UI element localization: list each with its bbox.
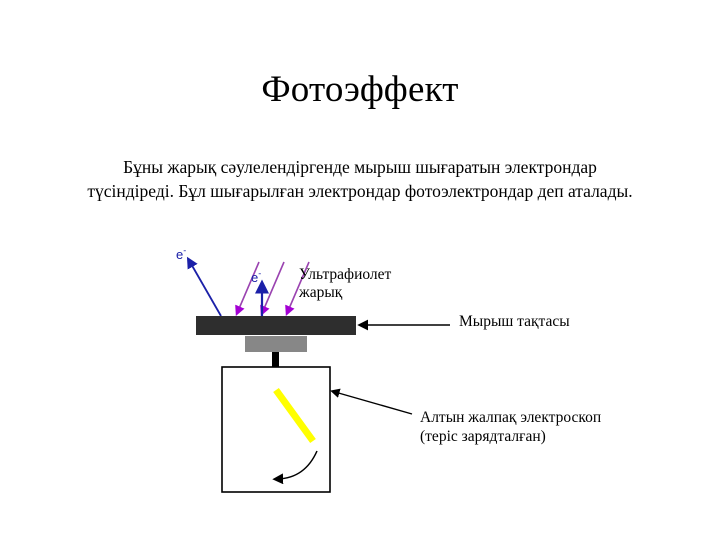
page-title: Фотоэффект [261, 69, 459, 110]
electroscope-label: Алтын жалпақ электроскоп (теріс зарядтал… [420, 408, 601, 446]
electron-label-left-charge: - [183, 245, 187, 256]
electron-label-center: e- [251, 268, 262, 285]
uv-ray-group [235, 261, 310, 317]
electron-label-left: e- [176, 245, 187, 262]
electroscope-pointer [330, 388, 413, 415]
electron-arrow-left [186, 256, 222, 317]
gold-leaf [273, 387, 316, 444]
uv-ray-3 [285, 261, 310, 317]
emitted-electron-arrows [186, 256, 270, 317]
zinc-plate-label: Мырыш тақтасы [459, 313, 570, 330]
body-paragraph: Бұны жарық сәулелендіргенде мырыш шығара… [87, 157, 633, 201]
electroscope-case [221, 366, 331, 493]
zinc-plate [196, 316, 356, 335]
uv-ray-2 [260, 261, 285, 317]
electron-label-center-charge: - [258, 268, 262, 279]
electron-label-left-text: e [176, 247, 184, 262]
uv-light-label-line1: Ультрафиолет [299, 266, 392, 283]
uv-light-label: Ультрафиолет жарық [299, 266, 391, 302]
uv-light-label-line2: жарық [299, 284, 343, 301]
electroscope-label-line2: (теріс зарядталған) [420, 428, 546, 445]
uv-ray-1 [235, 261, 260, 317]
connector-block [245, 336, 307, 352]
leaf-motion-arrow [272, 450, 318, 485]
electroscope-label-line1: Алтын жалпақ электроскоп [420, 409, 602, 426]
electron-label-center-text: e [251, 270, 259, 285]
